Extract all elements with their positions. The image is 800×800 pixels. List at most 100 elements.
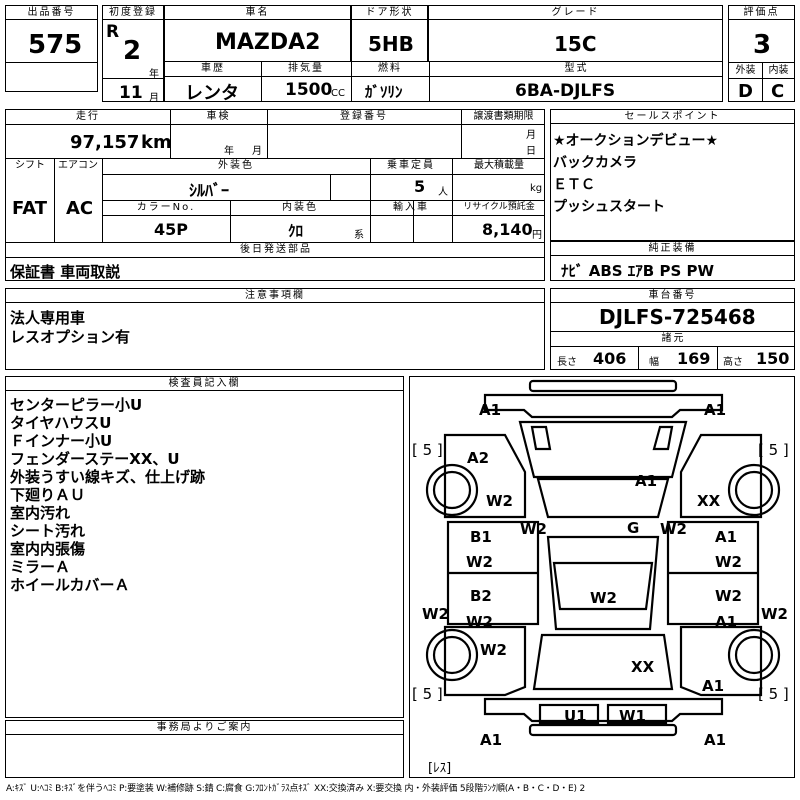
- later-parts: 保証書 車両取説: [10, 263, 121, 281]
- inspector-item: 室内内張傷: [10, 540, 86, 558]
- inspector-item: ホイールカバーＡ: [10, 576, 130, 594]
- first-registration-label: 初度登録: [103, 6, 163, 20]
- grade-label: グレード: [429, 6, 722, 20]
- damage-mark: W2: [480, 641, 507, 659]
- sales-point-item: バックカメラ: [553, 155, 637, 171]
- ac: AC: [66, 198, 94, 219]
- recycle-unit: 円: [532, 230, 542, 241]
- history-label: 車歴: [201, 63, 225, 74]
- ac-label: エアコン: [58, 160, 98, 171]
- office-box: 事務局よりご案内: [5, 720, 404, 778]
- width: 169: [677, 349, 711, 368]
- detail-box: 走行 車検 登録番号 譲渡書類期限 97,157 km 年 月 月 日 シフト …: [5, 109, 545, 281]
- inspector-item: Ｆインナー小U: [10, 432, 113, 450]
- notes-label: 注意事項欄: [6, 289, 544, 303]
- damage-mark: W2: [590, 589, 617, 607]
- damage-mark: A1: [704, 731, 727, 749]
- damage-mark: U1: [564, 707, 587, 725]
- exterior-score: D: [738, 81, 753, 102]
- damage-mark: A1: [479, 401, 502, 419]
- damage-mark: W2: [466, 613, 493, 631]
- damage-mark: W2: [761, 605, 788, 623]
- chassis-number: DJLFS-725468: [599, 305, 756, 329]
- shaken-label: 車検: [206, 111, 231, 122]
- mileage-unit: km: [141, 132, 172, 153]
- door-type: 5HB: [368, 32, 414, 56]
- damage-mark: [ 5 ]: [758, 441, 789, 459]
- length: 406: [593, 349, 627, 368]
- damage-mark: XX: [631, 658, 655, 676]
- year: 2: [123, 36, 142, 66]
- year-unit: 年: [149, 69, 159, 80]
- damage-mark: W2: [466, 553, 493, 571]
- car-name-box: 車名 MAZDA2: [164, 5, 351, 62]
- sales-point-item: ★オークションデビュー★: [553, 133, 719, 149]
- model-label: 型式: [564, 63, 589, 74]
- damage-mark: W2: [715, 587, 742, 605]
- capacity: 5: [414, 177, 426, 196]
- model: 6BA-DJLFS: [515, 81, 616, 101]
- damage-mark: A1: [715, 613, 738, 631]
- int-color-unit: 系: [354, 230, 364, 241]
- sales-points-box: セールスポイント ★オークションデビュー★ バックカメラ ＥＴＣ プッシュスター…: [550, 109, 795, 241]
- inspector-item: センターピラー小U: [10, 396, 143, 414]
- interior-score: C: [771, 81, 785, 102]
- history: レンタ: [185, 83, 239, 104]
- spec-row-box: 車歴 排気量 燃料 型式 レンタ 1500 CC ｶﾞｿﾘﾝ 6BA-DJLFS: [164, 61, 723, 104]
- ext-color: ｼﾙﾊﾞｰ: [189, 181, 230, 200]
- damage-mark: G: [627, 519, 640, 537]
- color-no: 45P: [154, 220, 188, 239]
- shaken-year-unit: 年: [224, 146, 234, 157]
- damage-mark: W2: [520, 520, 547, 538]
- damage-mark: [ 5 ]: [412, 685, 443, 703]
- lot-number: 575: [28, 30, 83, 60]
- door-label: ドア形状: [352, 6, 427, 20]
- lot-number-label: 出品番号: [6, 6, 97, 20]
- inspector-item: 外装うすい線キズ、仕上げ跡: [10, 468, 206, 486]
- capacity-unit: 人: [438, 187, 448, 198]
- legend: A:ｷｽﾞ U:ﾍｺﾐ B:ｷｽﾞを伴うﾍｺﾐ P:要塗装 W:補修跡 S:錆 …: [6, 784, 585, 794]
- capacity-label: 乗車定員: [387, 160, 435, 171]
- sales-point-item: ＥＴＣ: [553, 177, 595, 193]
- damage-mark: A1: [704, 401, 727, 419]
- damage-mark: [ﾚｽ]: [428, 761, 452, 776]
- note-item: 法人専用車: [10, 309, 86, 327]
- chassis-box: 車台番号 DJLFS-725468 諸元 長さ 406 幅 169 高さ 150: [550, 288, 795, 370]
- int-color-label: 内装色: [282, 202, 318, 213]
- load-label: 最大積載量: [474, 160, 524, 171]
- grade: 15C: [554, 32, 597, 56]
- color-no-label: カラーNo.: [136, 202, 196, 213]
- damage-mark: A1: [715, 528, 738, 546]
- damage-mark: W1: [619, 707, 646, 725]
- damage-mark: A1: [635, 472, 658, 490]
- damage-mark: W2: [660, 520, 687, 538]
- grade-box: グレード 15C: [428, 5, 723, 62]
- import-label: 輸入車: [393, 202, 429, 213]
- shift: FAT: [12, 198, 48, 219]
- later-parts-label: 後日発送部品: [240, 244, 312, 255]
- first-registration-box: 初度登録 R 2 年 11 月: [102, 5, 164, 104]
- transfer-day-unit: 日: [526, 146, 536, 157]
- inspector-label: 検査員記入欄: [6, 377, 403, 391]
- damage-mark: W2: [486, 492, 513, 510]
- damage-mark: A1: [480, 731, 503, 749]
- damage-mark: [ 5 ]: [758, 685, 789, 703]
- damage-mark: W2: [422, 605, 449, 623]
- note-item: レスオプション有: [10, 328, 131, 346]
- recycle-label: リサイクル預託金: [463, 202, 535, 212]
- inspector-item: フェンダーステーXX、U: [10, 450, 180, 468]
- fuel-label: 燃料: [378, 63, 402, 74]
- inspector-item: ミラーＡ: [10, 558, 71, 576]
- equipment-box: 純正装備 ﾅﾋﾞ ABS ｴｱB PS PW: [550, 241, 795, 281]
- inspector-item: 下廻りＡＵ: [10, 486, 86, 504]
- mileage: 97,157: [70, 132, 140, 153]
- inspector-box: 検査員記入欄 センターピラー小U タイヤハウスU Ｆインナー小U フェンダーステ…: [5, 376, 404, 718]
- car-name-label: 車名: [165, 6, 350, 20]
- score: 3: [753, 30, 772, 60]
- car-name: MAZDA2: [215, 30, 321, 55]
- load-unit: kg: [530, 183, 543, 194]
- score-label: 評価点: [729, 6, 794, 20]
- month: 11: [119, 83, 143, 103]
- damage-mark: [ 5 ]: [412, 441, 443, 459]
